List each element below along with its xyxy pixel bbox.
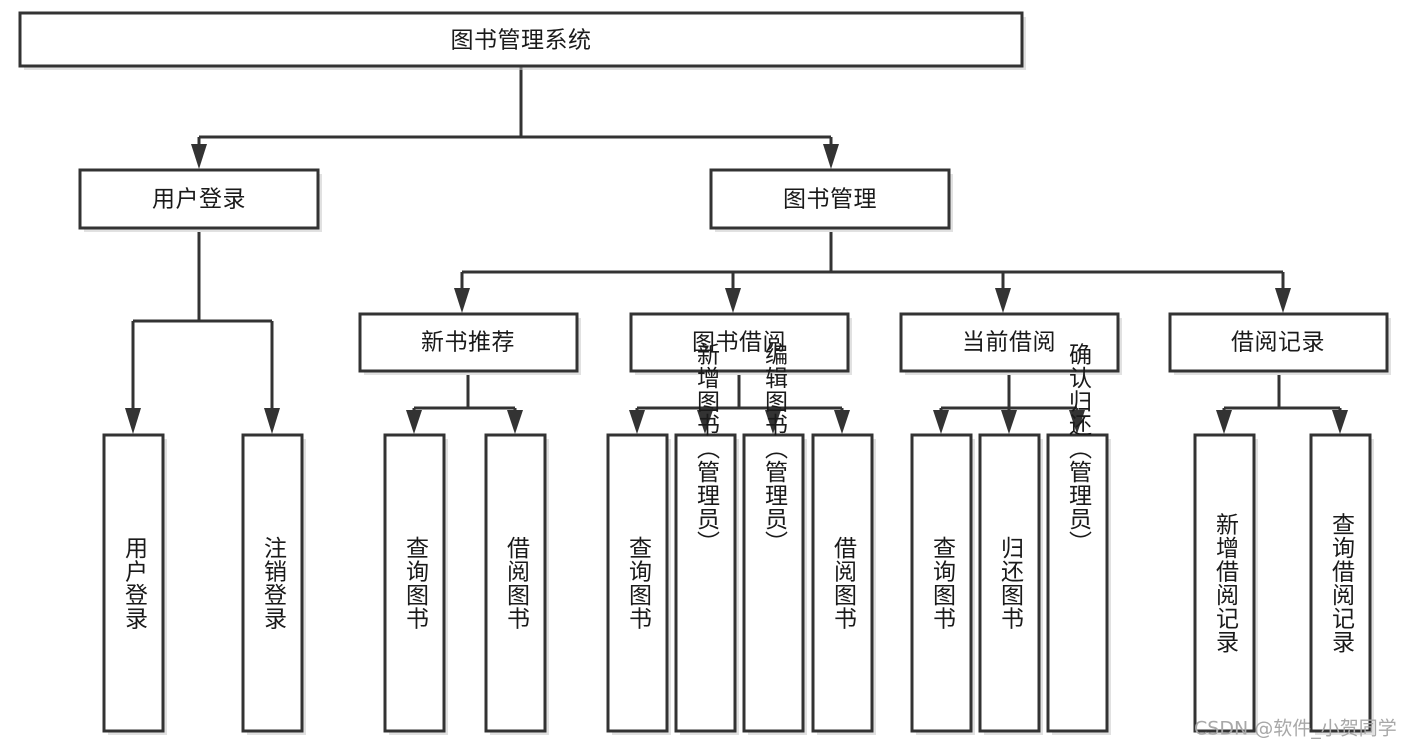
node-leaf-query-record[interactable]: 查询借阅记录 xyxy=(1309,433,1374,735)
arrowhead-borrow-leaf2 xyxy=(697,410,713,434)
node-leaf-query-book-1[interactable]: 查询图书 xyxy=(383,433,448,735)
node-leaf-query-record-label: 查询借阅记录 xyxy=(1328,513,1356,654)
node-leaf-query-book-3-label: 查询图书 xyxy=(929,536,957,630)
node-leaf-user-login[interactable]: 用户登录 xyxy=(102,433,167,735)
arrowhead-user-login-leaf2 xyxy=(264,408,280,434)
node-leaf-query-book-1-label: 查询图书 xyxy=(402,536,430,630)
node-borrow-record[interactable]: 借阅记录 xyxy=(1168,312,1391,375)
node-user-login-label: 用户登录 xyxy=(152,187,246,213)
edge-layer xyxy=(125,66,1348,434)
node-leaf-confirm-return-label: 确认归还（管理员） xyxy=(1065,342,1093,554)
node-new-book-recommend[interactable]: 新书推荐 xyxy=(358,312,581,375)
arrowhead-root-to-user-login xyxy=(191,144,207,169)
node-leaf-add-book[interactable]: 新增图书（管理员） xyxy=(674,342,739,735)
arrowhead-root-to-book-manage xyxy=(823,144,839,169)
arrowhead-recommend-leaf2 xyxy=(507,410,523,434)
node-leaf-query-book-2[interactable]: 查询图书 xyxy=(606,433,671,735)
node-leaf-edit-book[interactable]: 编辑图书（管理员） xyxy=(742,342,807,735)
node-new-book-recommend-box[interactable] xyxy=(358,312,579,373)
node-book-manage-box[interactable] xyxy=(709,168,951,230)
arrowhead-current-leaf1 xyxy=(933,410,949,434)
node-root-label: 图书管理系统 xyxy=(451,28,592,54)
node-user-login[interactable]: 用户登录 xyxy=(78,168,322,232)
node-leaf-confirm-return[interactable]: 确认归还（管理员） xyxy=(1046,342,1111,735)
node-book-borrow-box[interactable] xyxy=(629,312,850,373)
node-book-borrow-label: 图书借阅 xyxy=(692,330,786,356)
node-leaf-user-logout-box[interactable] xyxy=(241,433,304,733)
arrowhead-record-leaf1 xyxy=(1216,410,1232,434)
node-current-borrow[interactable]: 当前借阅 xyxy=(899,312,1122,375)
node-leaf-add-book-box[interactable] xyxy=(674,433,737,733)
node-leaf-query-book-2-label: 查询图书 xyxy=(625,536,653,630)
node-leaf-user-login-box[interactable] xyxy=(102,433,165,733)
node-root-box[interactable] xyxy=(18,11,1024,68)
node-leaf-return-book-label: 归还图书 xyxy=(997,536,1025,630)
node-leaf-query-book-2-box[interactable] xyxy=(606,433,669,733)
arrowhead-recommend xyxy=(454,288,470,313)
node-leaf-borrow-book-1[interactable]: 借阅图书 xyxy=(484,433,549,735)
node-book-manage-label: 图书管理 xyxy=(783,187,877,213)
node-current-borrow-label: 当前借阅 xyxy=(962,330,1056,356)
node-leaf-user-login-label: 用户登录 xyxy=(121,536,149,630)
arrowhead-borrow-leaf3 xyxy=(765,410,781,434)
arrowhead-user-login-leaf1 xyxy=(125,408,141,434)
node-leaf-borrow-book-2[interactable]: 借阅图书 xyxy=(811,433,876,735)
node-leaf-user-logout[interactable]: 注销登录 xyxy=(241,433,306,735)
node-book-borrow[interactable]: 图书借阅 xyxy=(629,312,852,375)
node-leaf-query-book-1-box[interactable] xyxy=(383,433,446,733)
node-leaf-add-record[interactable]: 新增借阅记录 xyxy=(1193,433,1258,735)
node-leaf-query-book-3-box[interactable] xyxy=(910,433,973,733)
arrowhead-borrow xyxy=(725,288,741,313)
arrowhead-current xyxy=(995,288,1011,313)
node-leaf-add-record-box[interactable] xyxy=(1193,433,1256,733)
node-borrow-record-box[interactable] xyxy=(1168,312,1389,373)
arrowhead-record xyxy=(1275,288,1291,313)
node-leaf-add-book-label: 新增图书（管理员） xyxy=(693,342,721,554)
node-leaf-query-record-box[interactable] xyxy=(1309,433,1372,733)
node-leaf-borrow-book-1-box[interactable] xyxy=(484,433,547,733)
arrowhead-record-leaf2 xyxy=(1332,410,1348,434)
arrowhead-recommend-leaf1 xyxy=(406,410,422,434)
node-leaf-borrow-book-2-label: 借阅图书 xyxy=(830,536,858,630)
node-leaf-add-record-label: 新增借阅记录 xyxy=(1212,513,1240,654)
node-book-manage[interactable]: 图书管理 xyxy=(709,168,953,232)
node-current-borrow-box[interactable] xyxy=(899,312,1120,373)
node-user-login-box[interactable] xyxy=(78,168,320,230)
node-leaf-edit-book-box[interactable] xyxy=(742,433,805,733)
csdn-watermark: CSDN @软件_小贺同学 xyxy=(1194,718,1397,740)
arrowhead-current-leaf2 xyxy=(1001,410,1017,434)
node-leaf-borrow-book-1-label: 借阅图书 xyxy=(503,536,531,630)
node-leaf-edit-book-label: 编辑图书（管理员） xyxy=(761,342,789,554)
node-leaf-user-logout-label: 注销登录 xyxy=(260,536,288,630)
node-root[interactable]: 图书管理系统 xyxy=(18,11,1026,70)
arrowhead-borrow-leaf4 xyxy=(834,410,850,434)
node-leaf-return-book-box[interactable] xyxy=(978,433,1041,733)
node-borrow-record-label: 借阅记录 xyxy=(1231,330,1325,356)
node-leaf-confirm-return-box[interactable] xyxy=(1046,433,1109,733)
node-new-book-recommend-label: 新书推荐 xyxy=(421,330,515,356)
node-leaf-return-book[interactable]: 归还图书 xyxy=(978,433,1043,735)
node-leaf-query-book-3[interactable]: 查询图书 xyxy=(910,433,975,735)
node-leaf-borrow-book-2-box[interactable] xyxy=(811,433,874,733)
arrowhead-current-leaf3 xyxy=(1069,410,1085,434)
arrowhead-borrow-leaf1 xyxy=(629,410,645,434)
